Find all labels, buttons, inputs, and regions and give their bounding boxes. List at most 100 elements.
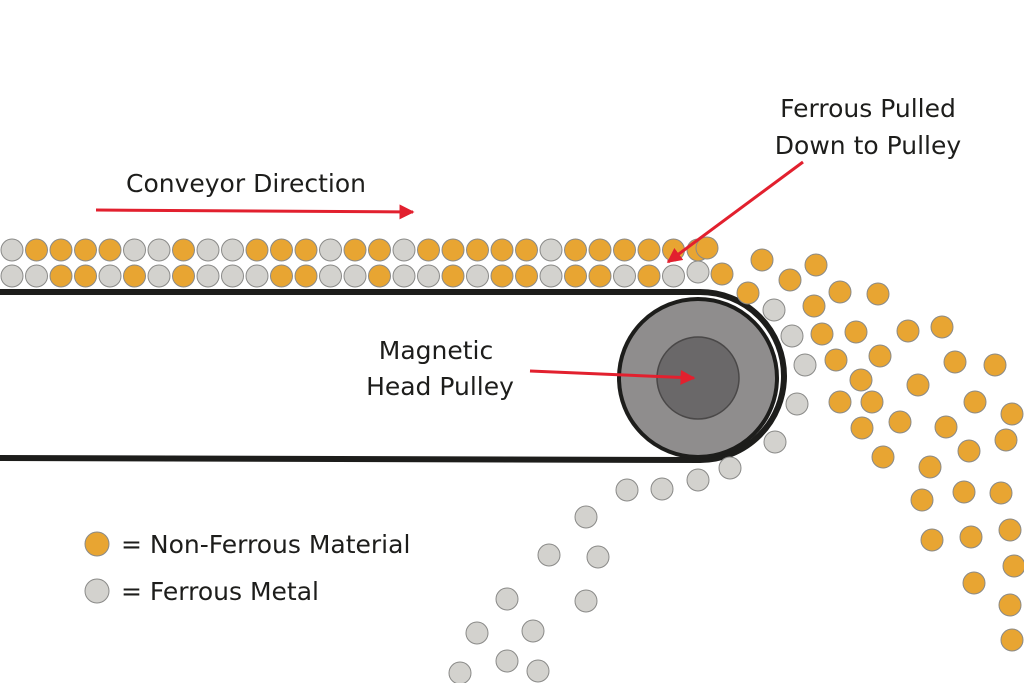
non-ferrous-particle xyxy=(871,445,895,469)
non-ferrous-particle xyxy=(920,528,944,552)
non-ferrous-particle xyxy=(943,350,967,374)
non-ferrous-particle xyxy=(417,238,440,262)
ferrous-particle xyxy=(466,264,489,288)
ferrous-particle xyxy=(586,545,610,569)
non-ferrous-particle xyxy=(866,282,890,306)
non-ferrous-particle xyxy=(49,238,73,262)
magnetic-pulley-label-line2: Head Pulley xyxy=(366,372,514,401)
non-ferrous-particle xyxy=(998,593,1022,617)
non-ferrous-particle xyxy=(989,481,1013,505)
non-ferrous-particle xyxy=(245,238,269,262)
pulley-core xyxy=(656,336,740,420)
non-ferrous-particle xyxy=(824,348,848,372)
ferrous-particle xyxy=(221,238,244,262)
non-ferrous-particle xyxy=(588,264,612,288)
ferrous-particle xyxy=(98,264,122,288)
ferrous-particle xyxy=(780,324,804,348)
non-ferrous-particle xyxy=(810,322,834,346)
non-ferrous-particle xyxy=(490,238,514,262)
conveyor-belt xyxy=(0,289,787,463)
ferrous-particle xyxy=(392,238,416,262)
non-ferrous-particle xyxy=(983,353,1007,377)
conveyor-direction-arrow xyxy=(95,204,415,220)
non-ferrous-particle xyxy=(849,368,873,392)
ferrous-particle xyxy=(392,264,416,288)
non-ferrous-particle xyxy=(998,518,1022,542)
non-ferrous-particle xyxy=(952,480,976,504)
non-ferrous-particle xyxy=(850,416,874,440)
non-ferrous-particle xyxy=(802,294,826,318)
ferrous-particle xyxy=(123,238,146,262)
non-ferrous-particle xyxy=(343,238,367,262)
non-ferrous-particle xyxy=(368,264,391,288)
non-ferrous-particle xyxy=(888,410,912,434)
ferrous-particle xyxy=(0,238,24,262)
ferrous-particle xyxy=(785,392,809,416)
ferrous-particle xyxy=(662,264,685,288)
non-ferrous-particle xyxy=(637,264,661,288)
ferrous-particle xyxy=(762,298,786,322)
non-ferrous-particle xyxy=(515,264,538,288)
non-ferrous-particle xyxy=(270,238,293,262)
ferrous-particle xyxy=(539,264,563,288)
non-ferrous-particle xyxy=(962,571,986,595)
non-ferrous-particle xyxy=(515,238,538,262)
ferrous-particle xyxy=(650,477,674,501)
non-ferrous-particle xyxy=(1002,554,1024,578)
ferrous-particle xyxy=(615,478,639,502)
ferrous-particle xyxy=(465,621,489,645)
non-ferrous-particle xyxy=(564,238,587,262)
conveyor-direction-label: Conveyor Direction xyxy=(126,169,366,198)
non-ferrous-particle xyxy=(860,390,884,414)
non-ferrous-particle xyxy=(637,238,661,262)
material-particles xyxy=(0,236,1024,683)
non-ferrous-particle xyxy=(25,238,48,262)
ferrous-particle xyxy=(221,264,244,288)
ferrous-particle xyxy=(319,264,342,288)
ferrous-particle xyxy=(537,543,561,567)
non-ferrous-particle xyxy=(368,238,391,262)
non-ferrous-particle xyxy=(441,264,465,288)
ferrous-particle xyxy=(147,264,171,288)
ferrous-particle xyxy=(539,238,563,262)
non-ferrous-particle xyxy=(896,319,920,343)
ferrous-particle xyxy=(521,619,545,643)
non-ferrous-particle xyxy=(930,315,954,339)
non-ferrous-particle xyxy=(490,264,514,288)
non-ferrous-particle xyxy=(564,264,587,288)
ferrous-particle xyxy=(613,264,636,288)
ferrous-pulled-label-line2: Down to Pulley xyxy=(775,131,962,160)
non-ferrous-particle xyxy=(294,264,318,288)
non-ferrous-particle xyxy=(294,238,318,262)
ferrous-particle xyxy=(0,264,24,288)
non-ferrous-particle xyxy=(74,238,97,262)
non-ferrous-particle xyxy=(910,488,934,512)
magnetic-head-pulley xyxy=(617,297,779,459)
ferrous-particle xyxy=(343,264,367,288)
non-ferrous-particle xyxy=(172,238,195,262)
ferrous-pulled-label-line1: Ferrous Pulled xyxy=(780,94,956,123)
non-ferrous-particle xyxy=(963,390,987,414)
ferrous-particle xyxy=(147,238,171,262)
belt-bottom-run xyxy=(0,455,701,463)
non-ferrous-particle xyxy=(828,280,852,304)
non-ferrous-particle xyxy=(804,253,828,277)
non-ferrous-particle xyxy=(695,236,719,260)
ferrous-particle xyxy=(686,468,710,492)
non-ferrous-particle xyxy=(98,238,122,262)
non-ferrous-particle xyxy=(270,264,293,288)
ferrous-particle xyxy=(495,587,519,611)
ferrous-particle xyxy=(319,238,342,262)
ferrous-particle xyxy=(495,649,519,673)
ferrous-particle xyxy=(245,264,269,288)
ferrous-particle xyxy=(448,661,472,683)
non-ferrous-particle xyxy=(49,264,73,288)
non-ferrous-particle xyxy=(1000,402,1024,426)
legend-swatch-non-ferrous xyxy=(84,531,110,557)
non-ferrous-particle xyxy=(1000,628,1024,652)
non-ferrous-particle xyxy=(778,268,802,292)
non-ferrous-particle xyxy=(736,281,760,305)
ferrous-particle xyxy=(196,264,220,288)
non-ferrous-particle xyxy=(994,428,1018,452)
ferrous-pulled-arrow xyxy=(666,160,804,264)
